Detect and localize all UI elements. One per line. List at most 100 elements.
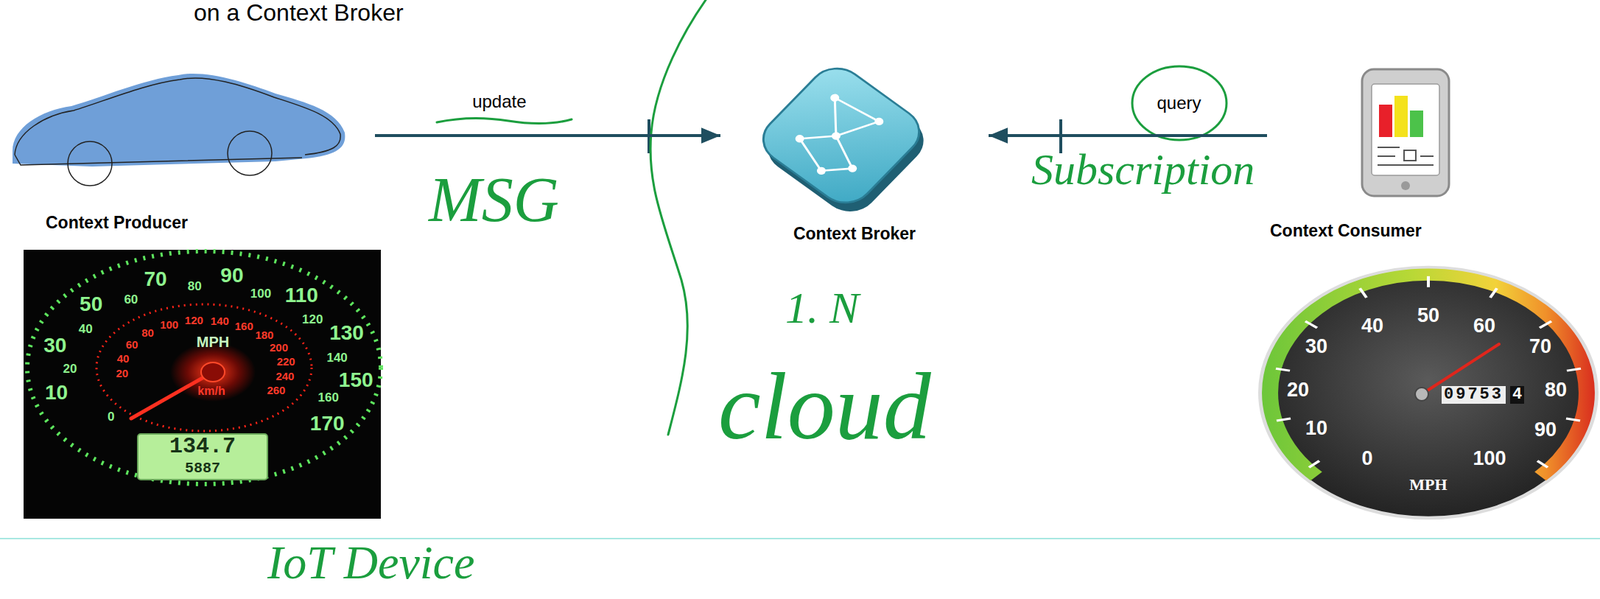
dial-number: 90 (220, 264, 244, 288)
speedometer-left (137, 433, 268, 480)
car-illustration (12, 73, 345, 186)
speedometer-right (1275, 276, 1581, 468)
broker-icon (836, 109, 879, 149)
broker-icon (787, 92, 891, 183)
dial-number: 30 (1305, 335, 1328, 359)
dial-number: 100 (1472, 447, 1506, 470)
dial-number: 70 (143, 267, 167, 291)
broker-icon (752, 58, 931, 213)
broker-icon (846, 162, 859, 174)
speedometer-right (1566, 368, 1581, 371)
edge-label: update (469, 92, 529, 112)
handwritten-note: MSG (428, 167, 560, 232)
dial-number: 20 (63, 362, 78, 377)
unit-label: MPH (196, 333, 230, 350)
handwritten-note: IoT Device (265, 539, 477, 587)
context-broker: Context Broker (720, 58, 989, 252)
speedometer-right (1490, 288, 1497, 298)
speedometer-left (170, 342, 256, 402)
car-illustration (67, 141, 112, 186)
odometer-digits: 4 (1510, 386, 1525, 404)
context-producer: Context Producer (10, 66, 375, 240)
handwritten-note: 1. N (785, 285, 859, 331)
node-label: Context Broker (793, 223, 916, 245)
divider-line (0, 537, 1600, 540)
odometer-digits: 09753 (1441, 386, 1506, 404)
speedometer-right (1269, 274, 1587, 477)
broker-icon (793, 133, 806, 145)
tablet-icon (1377, 146, 1400, 149)
dial-number: 70 (1529, 335, 1552, 359)
broker-icon (828, 92, 842, 104)
car-illustration (14, 78, 341, 166)
tablet-icon (1362, 69, 1449, 196)
dial-number: 100 (250, 287, 272, 302)
broker-icon (752, 58, 931, 213)
flow-arrow (988, 134, 1268, 138)
unit-label: km/h (197, 384, 225, 398)
speedometer-left (23, 249, 381, 519)
tablet-icon (1371, 83, 1440, 176)
unit-label: MPH (1409, 475, 1447, 494)
speedometer-left (27, 251, 381, 484)
node-label: Context Consumer (1269, 220, 1422, 242)
dial-number: 140 (210, 315, 230, 328)
dial-number: 40 (78, 322, 93, 337)
tablet-icon (1379, 104, 1393, 138)
dial-number: 0 (1361, 447, 1373, 470)
speedometer-left (23, 249, 381, 519)
flow-arrow (374, 134, 721, 138)
dial-number: 60 (1473, 315, 1496, 338)
dial-number: 200 (269, 341, 289, 355)
speedometer-right (1276, 418, 1291, 421)
dial-number: 120 (184, 314, 204, 328)
dial-number: 240 (275, 370, 294, 384)
broker-icon (830, 130, 843, 142)
car-illustration (227, 131, 272, 176)
speedometer-right (1305, 321, 1318, 328)
speedometer-right (1309, 461, 1320, 468)
dial-number: 30 (43, 334, 67, 358)
broker-icon (752, 58, 935, 221)
tablet-icon (1362, 69, 1449, 196)
broker-icon (824, 136, 865, 169)
dial-number: 10 (1305, 417, 1328, 440)
speedometer-right (1426, 276, 1430, 288)
diagram-title: on a Context Broker (193, 0, 404, 26)
dial-number: 90 (1534, 419, 1557, 442)
tablet-icon (1394, 95, 1408, 138)
speedometer-right (1415, 387, 1429, 401)
dial-number: 130 (329, 321, 364, 345)
dial-number: 150 (338, 368, 374, 392)
speedometer-right (1539, 321, 1552, 328)
dial-number: 50 (1417, 304, 1440, 328)
broker-icon (790, 138, 831, 171)
speedometer-right (1260, 267, 1597, 518)
dial-number: 0 (107, 410, 115, 425)
dial-number: 40 (117, 352, 130, 366)
node-label: Context Producer (45, 212, 188, 234)
broker-icon (781, 87, 898, 189)
car-illustration (12, 73, 345, 167)
speedometer-right (1566, 418, 1581, 421)
handwritten-note: Subscription (1031, 147, 1255, 192)
dial-number: 60 (125, 338, 139, 352)
broker-icon (821, 156, 853, 183)
dial-number: 10 (44, 381, 68, 405)
dial-number: 160 (318, 391, 339, 406)
lcd-readout: 134.7 (169, 434, 236, 459)
speedometer-right (1260, 267, 1597, 518)
dial-number: 80 (187, 279, 202, 294)
dial-number: 60 (123, 292, 138, 307)
broker-icon (872, 116, 886, 128)
dial-number: 20 (115, 367, 129, 381)
dial-number: 220 (276, 355, 296, 369)
dial-number: 120 (302, 313, 323, 328)
dial-number: 140 (326, 350, 347, 365)
tablet-icon (1420, 155, 1434, 157)
dial-number: 110 (285, 284, 319, 308)
speedometer-right (1260, 267, 1597, 518)
speedometer-right (1275, 368, 1290, 371)
speedometer-left (96, 304, 312, 431)
broker-icon (834, 92, 879, 126)
